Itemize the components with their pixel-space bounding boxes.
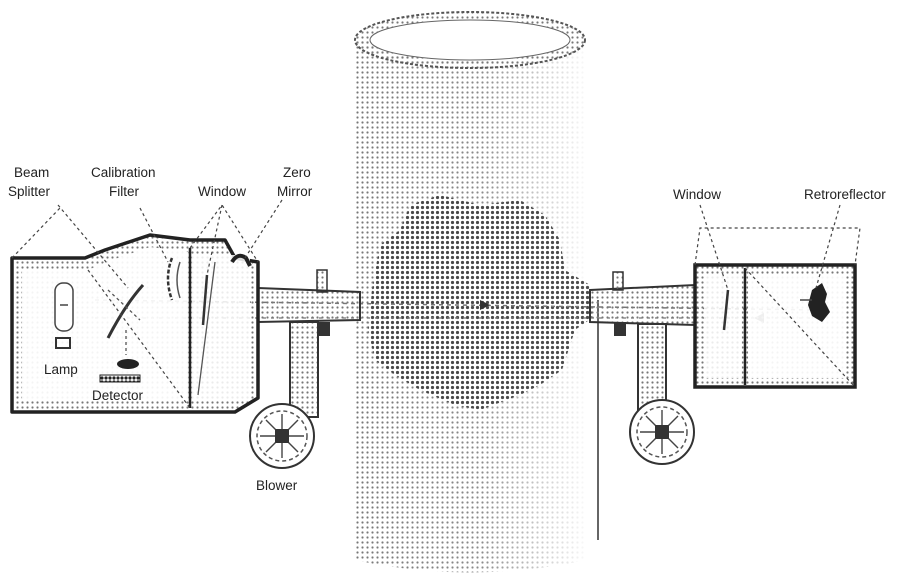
leader-calibration-filter bbox=[139, 207, 169, 263]
label-window-right: Window bbox=[673, 187, 721, 202]
blower-left-hub bbox=[275, 429, 289, 443]
duct-right bbox=[637, 323, 667, 413]
beam-splitter-icon bbox=[106, 283, 145, 339]
detector-icon bbox=[99, 374, 141, 383]
blower-left bbox=[249, 403, 315, 469]
leader-retroreflector bbox=[815, 204, 841, 289]
retroreflector-window-compartment bbox=[704, 274, 742, 378]
labels: Beam Splitter Calibration Filter Window … bbox=[8, 165, 886, 493]
label-beam-splitter-line1: Beam bbox=[14, 165, 49, 180]
leader-window-right bbox=[699, 204, 729, 291]
leader-beam-splitter bbox=[57, 204, 129, 289]
beam-arrow-center bbox=[480, 300, 490, 310]
label-retroreflector: Retroreflector bbox=[804, 187, 886, 202]
flange-right-bottom bbox=[614, 322, 626, 336]
leader-beam-splitter-box bbox=[11, 207, 61, 259]
lamp-icon bbox=[54, 282, 74, 332]
window-left-icon bbox=[201, 274, 209, 326]
label-window-left: Window bbox=[198, 184, 246, 199]
flange-right-top bbox=[612, 271, 624, 291]
zero-mirror-icon bbox=[230, 253, 252, 267]
label-beam-splitter-line2: Splitter bbox=[8, 184, 51, 199]
blower-right bbox=[629, 399, 695, 465]
retroreflector-housing bbox=[693, 263, 857, 389]
pipe-right bbox=[589, 283, 696, 327]
flange-left-top bbox=[316, 269, 328, 293]
duct-left bbox=[289, 321, 319, 418]
leader-trans-diagonal bbox=[87, 269, 191, 409]
purge-pipes bbox=[257, 269, 696, 418]
callout-leaders bbox=[11, 199, 861, 409]
pipe-left bbox=[257, 286, 361, 324]
calibration-filter-icon bbox=[166, 257, 174, 301]
leader-window-left-box bbox=[189, 203, 259, 263]
flange-left-bottom bbox=[318, 322, 330, 336]
stack-opening bbox=[369, 19, 571, 61]
blower-right-hub bbox=[655, 425, 669, 439]
label-zero-mirror-line2: Mirror bbox=[277, 184, 313, 199]
retroreflector-interior bbox=[748, 274, 846, 378]
label-detector: Detector bbox=[92, 388, 144, 403]
transceiver-housing bbox=[10, 233, 260, 414]
window-right-icon bbox=[722, 289, 730, 331]
transceiver-window-compartment bbox=[192, 255, 250, 401]
label-calibration-filter-line1: Calibration bbox=[91, 165, 156, 180]
label-blower: Blower bbox=[256, 478, 298, 493]
label-lamp: Lamp bbox=[44, 362, 78, 377]
detector-lens-icon bbox=[117, 359, 139, 369]
lamp-base-icon bbox=[55, 337, 71, 349]
label-calibration-filter-line2: Filter bbox=[109, 184, 140, 199]
leader-retro-box-left bbox=[694, 227, 861, 266]
label-zero-mirror-line1: Zero bbox=[283, 165, 311, 180]
retroreflector-icon bbox=[808, 283, 830, 322]
stack bbox=[354, 11, 599, 573]
leader-zero-mirror bbox=[244, 199, 283, 259]
